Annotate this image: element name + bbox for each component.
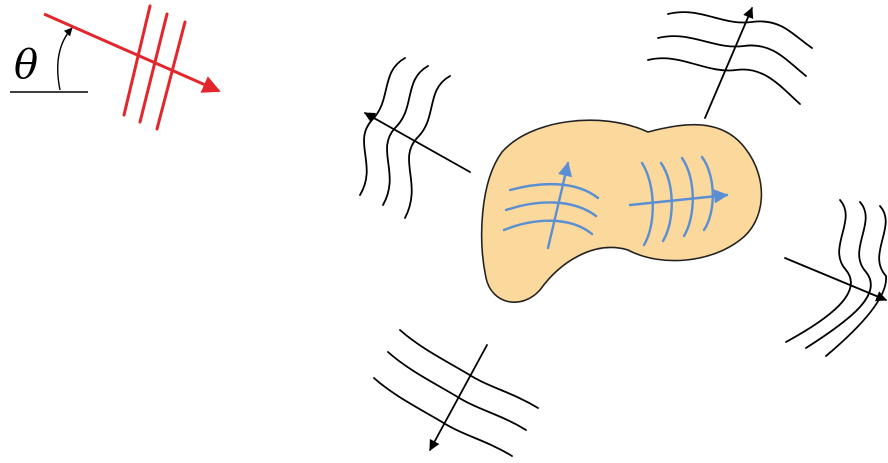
angle-arc-arrow <box>58 28 72 90</box>
body-shape <box>482 120 762 302</box>
wavefront <box>806 202 871 348</box>
black-arrow-icon <box>430 345 487 450</box>
incident-plane-wave-legend: θ <box>10 6 219 129</box>
theta-label: θ <box>14 42 38 88</box>
wavefront <box>400 330 538 408</box>
black-arrow-icon <box>705 8 752 118</box>
black-arrow-icon <box>365 113 470 172</box>
scattered-wave-upper-left <box>360 58 470 218</box>
wavefront <box>826 206 886 356</box>
wavefront <box>648 58 800 104</box>
scattered-wave-upper-right <box>648 8 812 118</box>
scattering-body <box>482 120 762 302</box>
red-wavefronts <box>124 6 185 129</box>
wavefront <box>360 58 405 195</box>
wavefront <box>374 378 512 456</box>
scattered-wave-right <box>785 200 886 356</box>
scattered-wave-lower-left <box>374 330 538 456</box>
wavefront <box>668 12 812 48</box>
wavefront <box>405 76 450 218</box>
